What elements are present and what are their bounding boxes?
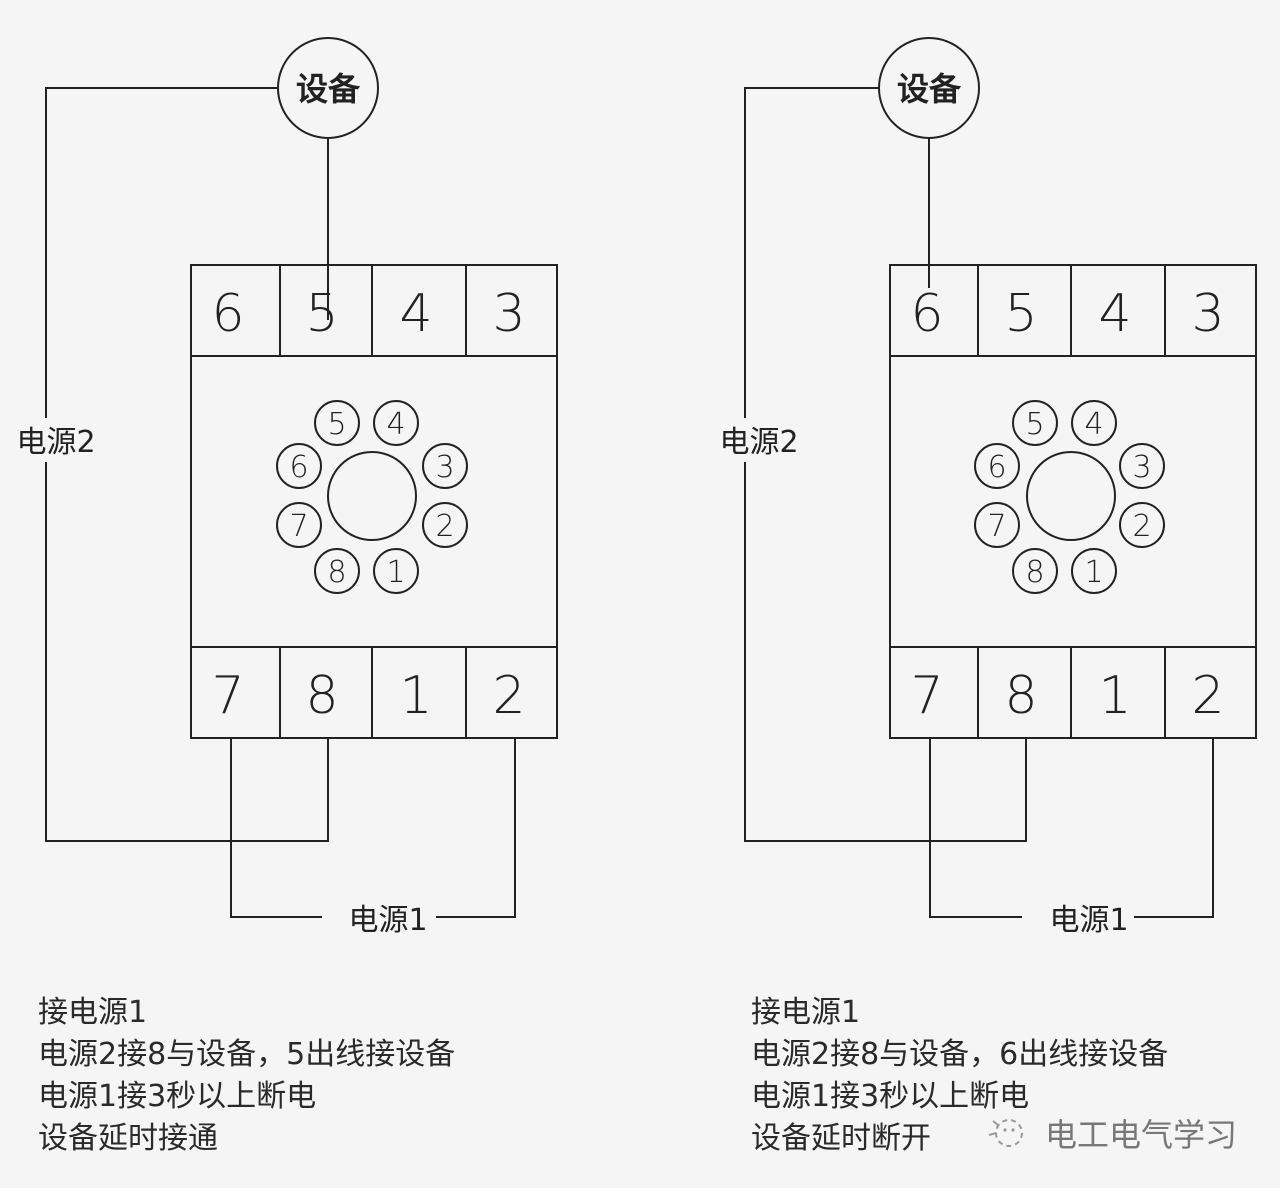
power2-label: 电源2 — [16, 425, 95, 460]
pin-7: 7 — [987, 509, 1006, 544]
pin-3: 3 — [435, 450, 454, 485]
diagram-left — [45, 37, 558, 918]
power1-label: 电源1 — [348, 903, 427, 938]
note-line: 设备延时接通 — [38, 1121, 218, 1156]
notes-right: 接电源1 电源2接8与设备，6出线接设备 电源1接3秒以上断电 设备延时断开 — [751, 992, 1168, 1160]
relay-body — [889, 264, 1257, 739]
note-line: 电源1接3秒以上断电 — [751, 1079, 1030, 1114]
pin-6: 6 — [289, 450, 308, 485]
pin-5: 5 — [327, 407, 346, 442]
terminal-6: 6 — [211, 284, 244, 344]
pin-4: 4 — [1084, 407, 1103, 442]
pin-2: 2 — [435, 509, 454, 544]
terminal-4: 4 — [1098, 284, 1131, 344]
pin-8: 8 — [327, 555, 346, 590]
power2-label: 电源2 — [719, 425, 798, 460]
relay-body — [190, 264, 558, 739]
terminal-2: 2 — [492, 666, 525, 726]
terminal-5: 5 — [1004, 284, 1037, 344]
terminal-6: 6 — [910, 284, 943, 344]
wire-power1-left — [230, 738, 322, 918]
terminal-3: 3 — [492, 284, 525, 344]
watermark: 电工电气学习 — [985, 1110, 1237, 1156]
pin-8: 8 — [1025, 555, 1044, 590]
note-line: 接电源1 — [751, 995, 861, 1030]
terminal-3: 3 — [1191, 284, 1224, 344]
wire-power2 — [45, 87, 329, 842]
terminal-7: 7 — [211, 666, 244, 726]
terminal-8: 8 — [1004, 666, 1037, 726]
note-line: 设备延时断开 — [751, 1121, 931, 1156]
note-line: 接电源1 — [38, 995, 148, 1030]
wire-power2 — [744, 87, 1027, 842]
socket-center — [1026, 451, 1116, 541]
wire-power1-right — [436, 738, 516, 918]
pin-3: 3 — [1132, 450, 1151, 485]
diagram-left-labels: 设备 电源2 电源1 6 5 4 3 7 8 1 2 5 4 3 2 1 8 7… — [8, 70, 526, 938]
socket-center — [327, 451, 417, 541]
device-label: 设备 — [296, 70, 361, 108]
pin-4: 4 — [386, 407, 405, 442]
notes-left: 接电源1 电源2接8与设备，5出线接设备 电源1接3秒以上断电 设备延时接通 — [38, 992, 455, 1160]
device-circle — [277, 37, 379, 139]
terminal-4: 4 — [399, 284, 432, 344]
terminal-2: 2 — [1191, 666, 1224, 726]
pin-7: 7 — [289, 509, 308, 544]
terminal-7: 7 — [910, 666, 943, 726]
terminal-1: 1 — [399, 666, 432, 726]
terminal-8: 8 — [305, 666, 338, 726]
note-line: 电源2接8与设备，6出线接设备 — [751, 1037, 1169, 1072]
wire-power1-right — [1134, 738, 1214, 918]
terminal-1: 1 — [1098, 666, 1131, 726]
pin-2: 2 — [1132, 509, 1151, 544]
pin-6: 6 — [987, 450, 1006, 485]
pin-1: 1 — [386, 555, 405, 590]
note-line: 电源1接3秒以上断电 — [38, 1079, 317, 1114]
device-label: 设备 — [897, 70, 962, 108]
device-circle — [878, 37, 980, 139]
pin-1: 1 — [1084, 555, 1103, 590]
diagram-right-labels: 设备 电源2 电源1 6 5 4 3 7 8 1 2 5 4 3 2 1 8 7… — [710, 70, 1225, 938]
wire-power1-left — [929, 738, 1022, 918]
terminal-5: 5 — [305, 284, 338, 344]
power1-label: 电源1 — [1049, 903, 1128, 938]
note-line: 电源2接8与设备，5出线接设备 — [38, 1037, 456, 1072]
watermark-text: 电工电气学习 — [1045, 1116, 1238, 1154]
pin-5: 5 — [1025, 407, 1044, 442]
diagram-right — [744, 37, 1257, 918]
wechat-icon — [988, 1119, 1023, 1147]
